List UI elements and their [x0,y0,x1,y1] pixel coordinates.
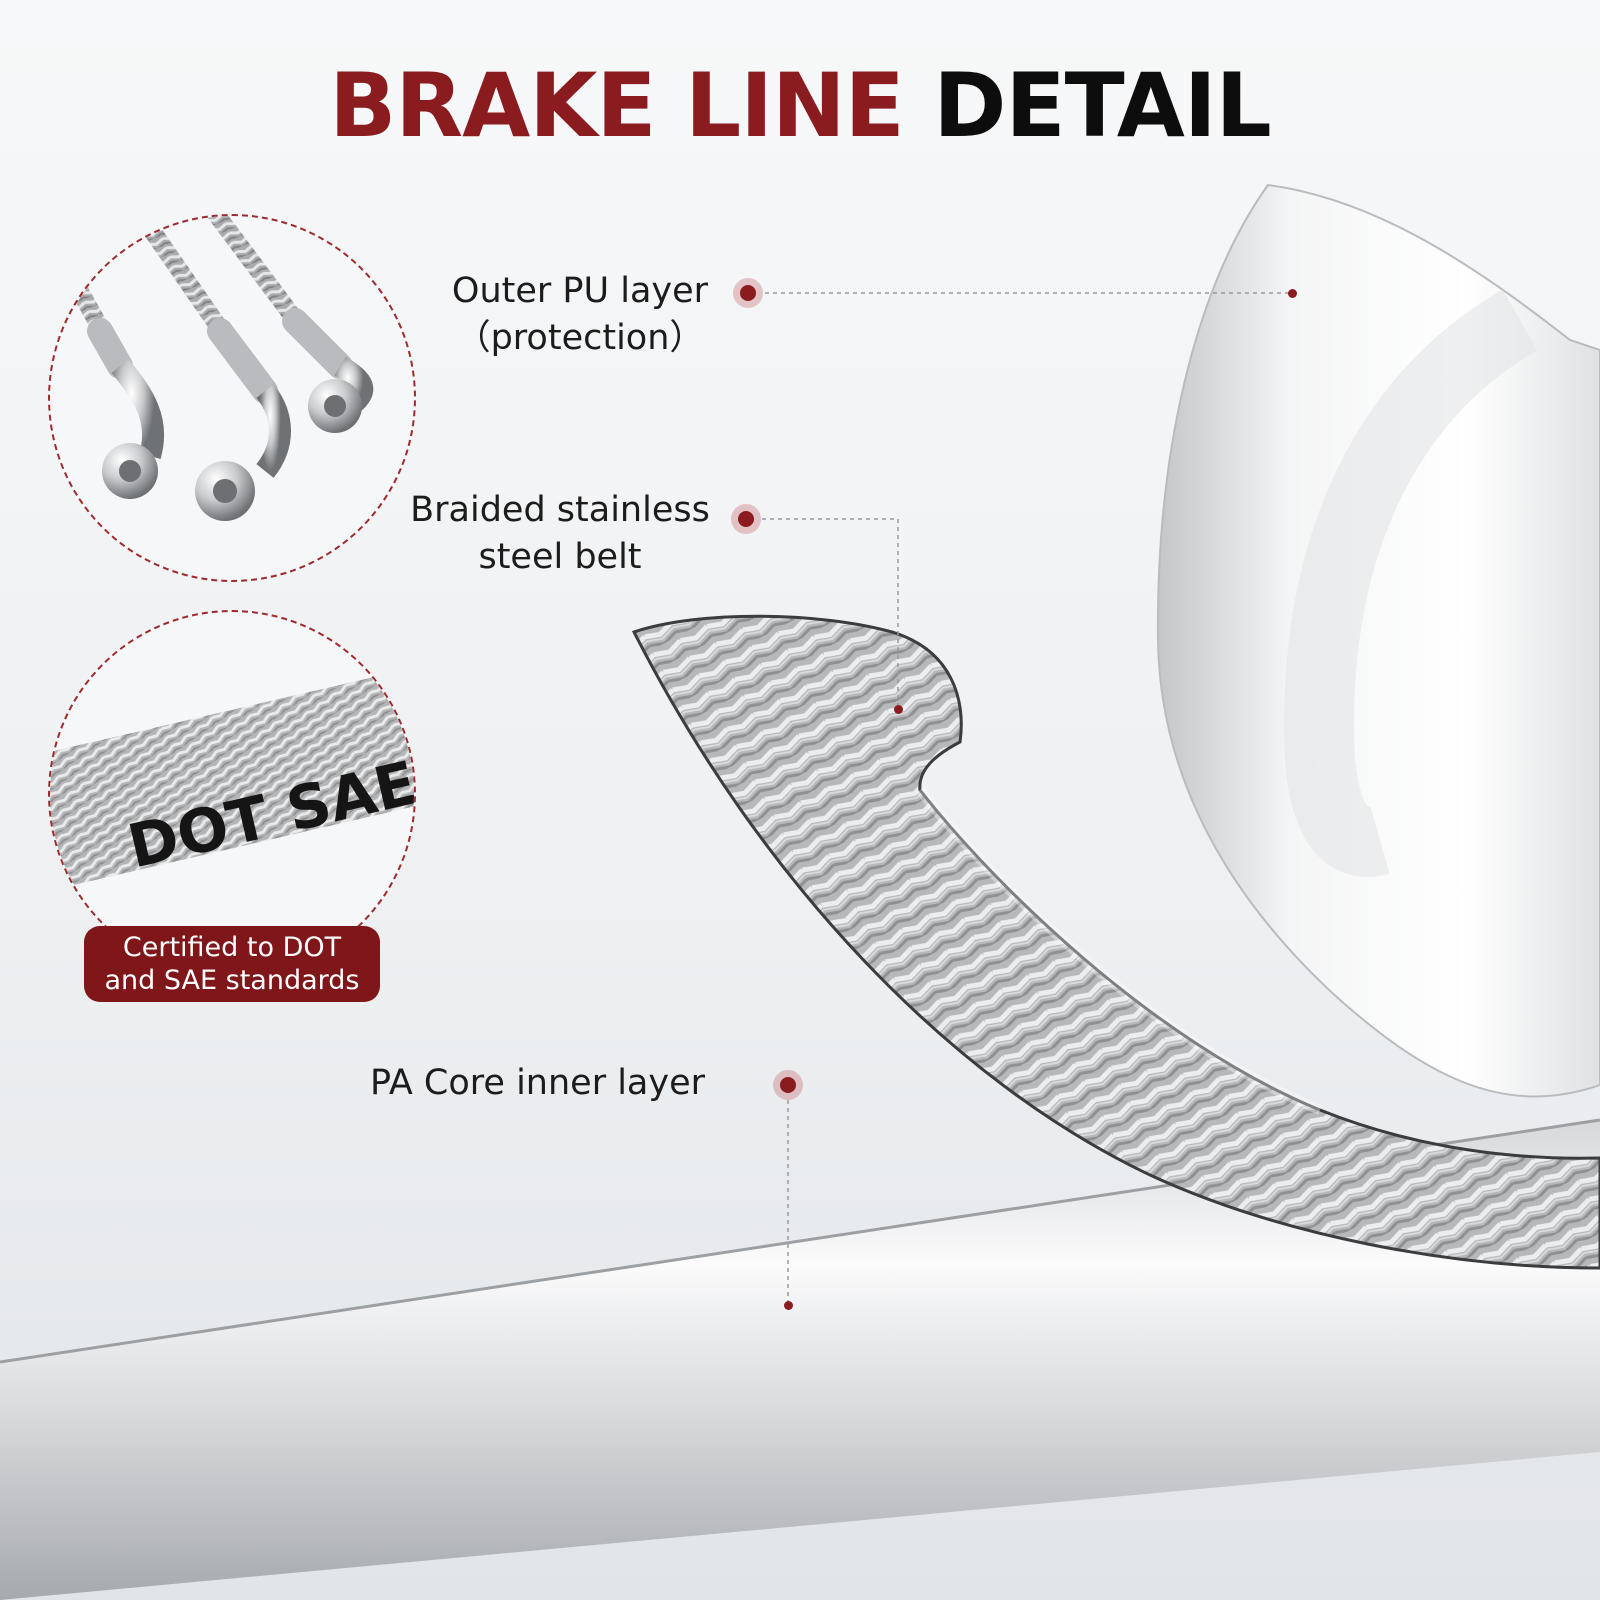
steel-braid-layer [631,614,1600,1270]
callout-pa-core-line1: PA Core inner layer [370,1063,706,1103]
callout-braid-line1: Braided stainless [410,490,710,530]
callout-braid-endpoint [894,705,903,714]
callout-outer-pu-line2: （protection） [455,318,705,359]
callout-outer-pu: Outer PU layer （protection） [430,268,730,363]
callout-braid: Braided stainless steel belt [390,487,730,582]
banjo-fittings-image [52,216,374,521]
certification-badge: Certified to DOT and SAE standards [84,926,380,1002]
hose-marking-image: DOT SAE [50,660,414,896]
title-accent: BRAKE LINE [329,54,904,157]
title-main: DETAIL [933,54,1271,157]
callout-outer-pu-marker [733,278,763,308]
callout-outer-pu-line1: Outer PU layer [451,271,709,311]
callout-pa-core-marker [773,1070,803,1100]
callout-pa-core: PA Core inner layer [370,1060,705,1107]
page-title: BRAKE LINE DETAIL [0,57,1600,155]
fittings-inset [48,214,416,582]
callout-pa-core-endpoint [784,1301,793,1310]
callout-braid-marker [731,504,761,534]
certification-badge-line2: and SAE standards [104,965,360,996]
pa-core-tube [0,1120,1600,1600]
callout-braid-line2: steel belt [478,537,642,578]
certification-badge-line1: Certified to DOT [122,932,342,963]
certification-inset: DOT SAE [48,610,416,978]
callout-outer-pu-endpoint [1288,289,1297,298]
outer-pu-layer [1156,183,1600,1098]
